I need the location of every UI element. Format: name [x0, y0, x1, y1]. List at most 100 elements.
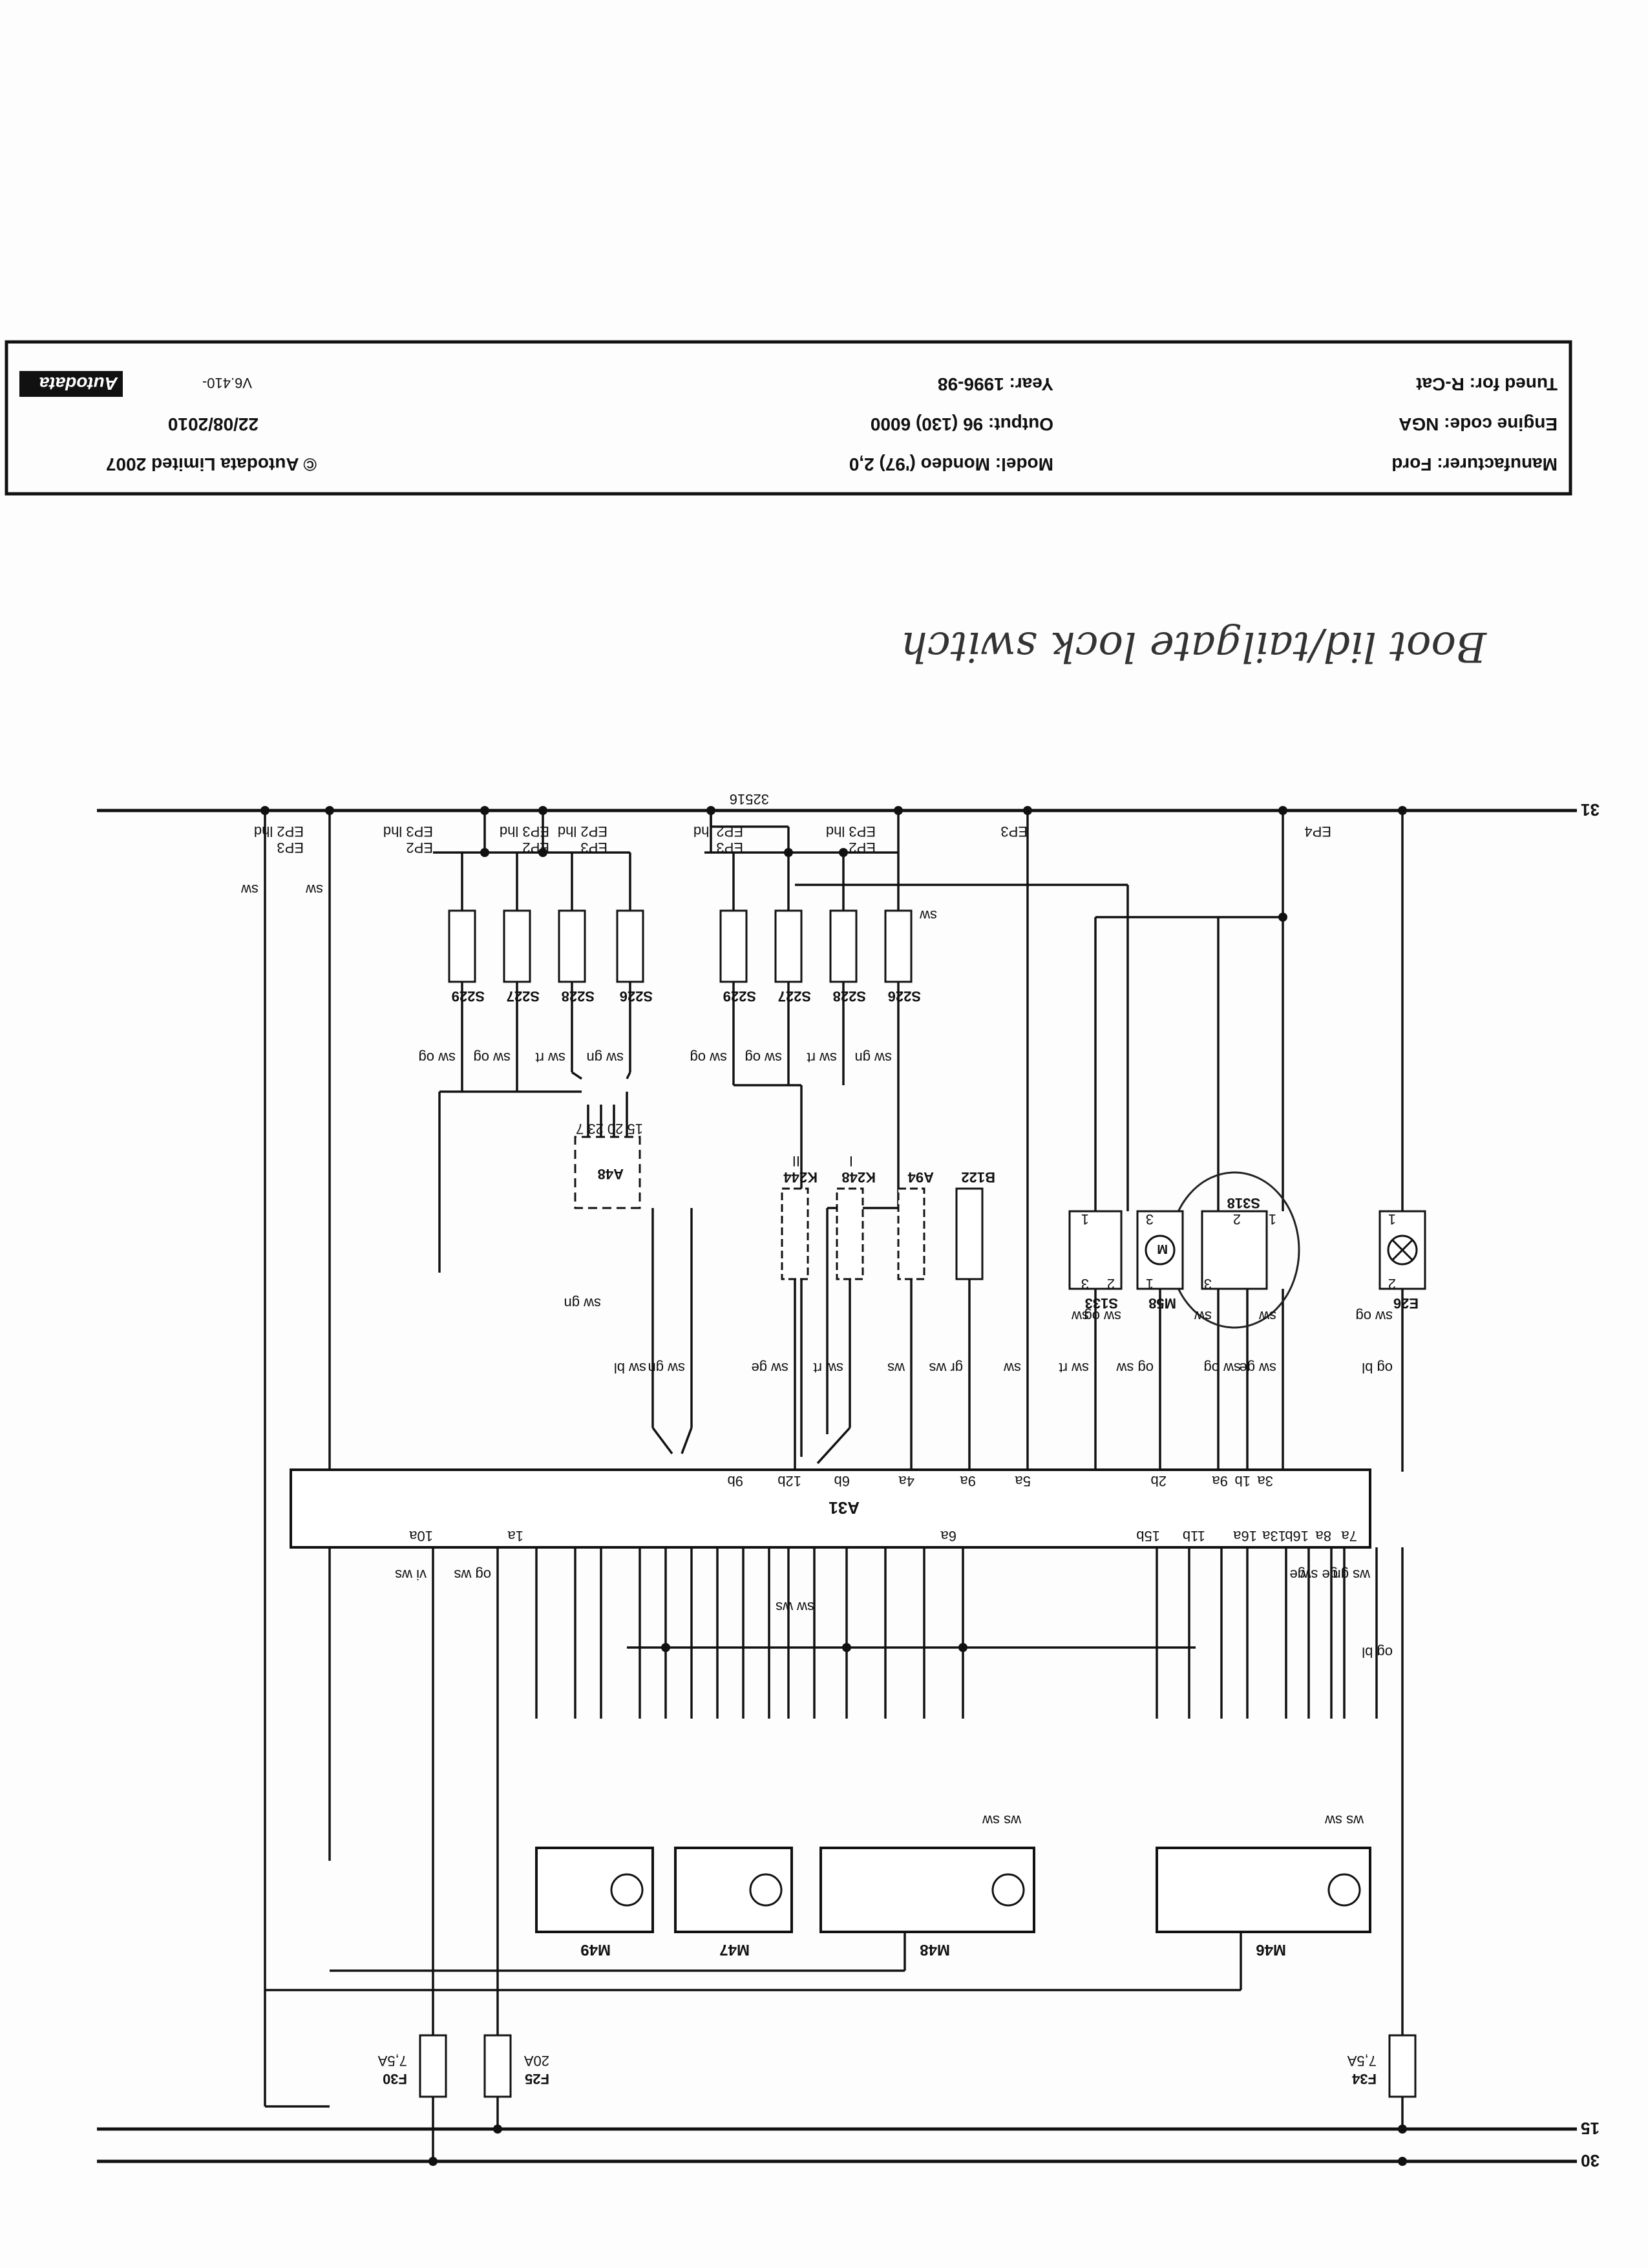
- s227b-label: S227: [507, 988, 540, 1004]
- wire-sw-a31: sw: [1004, 1360, 1021, 1376]
- svg-text:M: M: [1157, 1242, 1168, 1256]
- k248-label: K248: [841, 1169, 876, 1185]
- ground-ep3-lhd-c: EP3 lhd: [383, 823, 433, 840]
- a31-pin-9a: 9a: [1212, 1473, 1228, 1489]
- svg-text:Model: Mondeo ('97) 2,0: Model: Mondeo ('97) 2,0: [849, 454, 1053, 474]
- fuses: F34 7,5A F25 20A F30 7,5A: [377, 2034, 1417, 2098]
- a31-pin-labels: 7a8a16b13a16a11b15b6a1a10a3a1b9a2b5a9a4a…: [409, 1473, 1357, 1544]
- wire-sw-ws: sw ws: [776, 1599, 814, 1615]
- a31-pin-12b: 12b: [777, 1473, 801, 1489]
- m49-label: M49: [580, 1941, 611, 1958]
- a31-pin-8a: 8a: [1315, 1528, 1331, 1544]
- rail-30-label: 30: [1581, 2151, 1600, 2170]
- b122-label: B122: [961, 1169, 995, 1185]
- rail-15-label: 15: [1581, 2119, 1600, 2138]
- wire-sw-og-s227b: sw og: [474, 1050, 511, 1066]
- pin-m58-3: 3: [1146, 1211, 1154, 1227]
- s228-label: S228: [833, 988, 866, 1004]
- wire-sw-ground-b: sw: [241, 882, 259, 898]
- pin-s318-1: 1: [1269, 1211, 1276, 1227]
- a31-pin-1a: 1a: [507, 1528, 523, 1544]
- f25-rating: 20A: [524, 2053, 549, 2069]
- a31-pin-16a: 16a: [1233, 1528, 1257, 1544]
- pin-s133-3: 3: [1081, 1276, 1089, 1292]
- switch-bank-left: S226 S228 S227 S229: [448, 909, 653, 1004]
- s228b-label: S228: [562, 988, 595, 1004]
- a31-pin-9b: 9b: [728, 1473, 743, 1489]
- k244-mark: II: [792, 1153, 800, 1169]
- wire-og-bl-e26: og bl: [1362, 1360, 1393, 1376]
- svg-text:Tuned for: R-Cat: Tuned for: R-Cat: [1416, 374, 1558, 394]
- svg-text:Year: 1996-98: Year: 1996-98: [938, 374, 1053, 394]
- wire-sw-og-s229b: sw og: [419, 1050, 456, 1066]
- wire-labels: sw og og bl og bl sw sw ge sw og sw og s…: [241, 882, 1393, 1828]
- s227-label: S227: [778, 988, 811, 1004]
- manufacturer-value: Ford: [1391, 454, 1431, 474]
- switch-bank-right: S226 S228 S227 S229: [719, 909, 921, 1004]
- wire-sw-og-e26: sw og: [1356, 1308, 1393, 1324]
- ground-ep2-lhd-c: EP2 lhd: [254, 823, 304, 840]
- engine-value: NGA: [1399, 414, 1439, 434]
- ground-ep2: EP2: [849, 840, 876, 856]
- a94-label: A94: [907, 1169, 934, 1185]
- wire-sw-og-s229: sw og: [690, 1050, 727, 1066]
- wire-ws-sw-m48: ws sw: [982, 1812, 1022, 1828]
- tuned-value: R-Cat: [1416, 374, 1464, 394]
- m58-label: M58: [1148, 1295, 1176, 1311]
- a31-pin-4a: 4a: [898, 1473, 914, 1489]
- output-value: 96 (130) 6000: [871, 414, 983, 434]
- print-date: 22/08/2010: [168, 414, 259, 434]
- f34-rating: 7,5A: [1347, 2053, 1377, 2069]
- a31-pin-16b: 16b: [1285, 1528, 1309, 1544]
- f34-label: F34: [1351, 2071, 1377, 2087]
- wire-sw-rt-s133: sw rt: [1059, 1360, 1089, 1376]
- copyright: © Autodata Limited 2007: [106, 454, 317, 474]
- svg-text:Engine code: NGA: Engine code: NGA: [1399, 414, 1558, 434]
- handwritten-note: Boot lid/tailgate lock switch: [901, 622, 1487, 670]
- s226b-label: S226: [620, 988, 653, 1004]
- rear-components: E26 S318 M M58 S133: [1068, 1171, 1426, 1329]
- f25-label: F25: [525, 2071, 549, 2087]
- wire-sw-ge-k244: sw ge: [752, 1360, 788, 1376]
- engine-label: Engine code:: [1444, 414, 1558, 434]
- output-label: Output:: [988, 414, 1053, 434]
- ground-ep2-lhd: EP2 lhd: [693, 823, 743, 840]
- ground-ep3b: EP3: [716, 840, 743, 856]
- svg-text:Manufacturer: Ford: Manufacturer: Ford: [1391, 454, 1558, 474]
- ground-ep2-lhd-b: EP2 lhd: [558, 823, 607, 840]
- manufacturer-label: Manufacturer:: [1437, 454, 1558, 474]
- wire-sw-rt-s228b: sw rt: [536, 1050, 565, 1066]
- ground-labels: EP4 EP3 EP3 lhd EP2 lhd EP2 EP3 32516 EP…: [254, 791, 1331, 856]
- s133-label: S133: [1085, 1295, 1118, 1311]
- a31-pin-3a: 3a: [1257, 1473, 1273, 1489]
- wire-og-ws: og ws: [454, 1567, 491, 1583]
- s226-label: S226: [888, 988, 921, 1004]
- wire-ws: ws: [887, 1360, 905, 1376]
- wire-sw-gn-s226: sw gn: [855, 1050, 892, 1066]
- junctions: [260, 806, 1407, 2166]
- a31-pin-11b: 11b: [1183, 1528, 1205, 1544]
- wire-sw-gn-s226b: sw gn: [587, 1050, 624, 1066]
- year-value: 1996-98: [938, 374, 1004, 394]
- f30-label: F30: [383, 2071, 407, 2087]
- wire-sw-og-s133: sw og: [1084, 1308, 1121, 1324]
- wire-sw-gn-a48: sw gn: [648, 1360, 685, 1376]
- pin-labels: 1 2 1 2 3 3 1 1 2 3: [1081, 1211, 1396, 1292]
- wire-sw-bl-a48: sw bl: [614, 1360, 646, 1376]
- model-label: Model:: [995, 454, 1053, 474]
- a48-pins: 15 20 23 7: [576, 1121, 643, 1137]
- wire-ge-sw: ge sw: [1300, 1567, 1338, 1583]
- a31-pin-15b: 15b: [1136, 1528, 1160, 1544]
- pin-s133-1: 1: [1081, 1211, 1089, 1227]
- wire-sw-gn-motor: sw gn: [564, 1295, 601, 1311]
- a31-module: [290, 1468, 1371, 1549]
- wire-gr-ws: gr ws: [929, 1360, 963, 1376]
- ground-ep3: EP3: [1000, 823, 1028, 840]
- wire-ge: ge: [1290, 1567, 1305, 1583]
- f30-rating: 7,5A: [377, 2053, 407, 2069]
- autodata-logo: Autodata: [39, 374, 118, 394]
- ground-ep3-lhd-b: EP3 lhd: [500, 823, 549, 840]
- ground-ep3-lhd: EP3 lhd: [826, 823, 876, 840]
